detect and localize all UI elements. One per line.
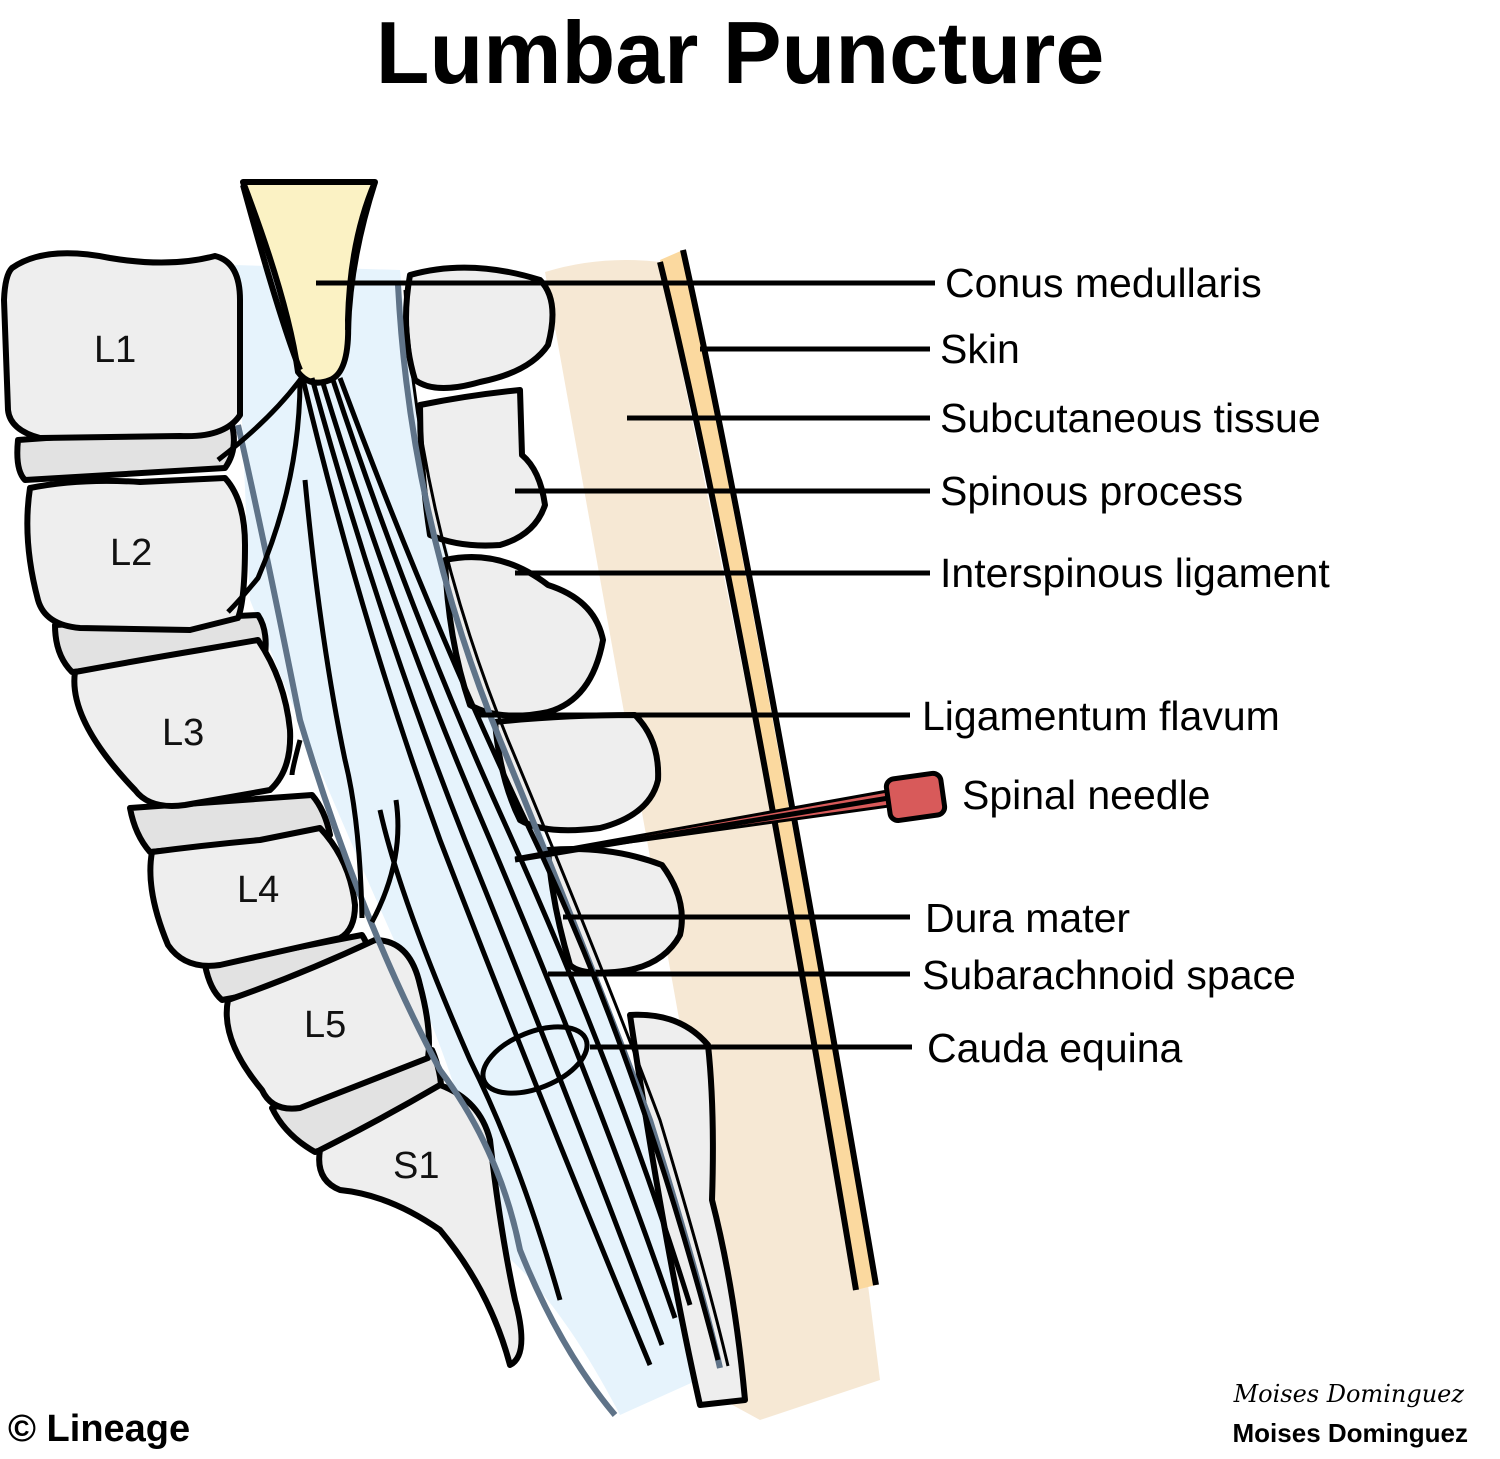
subarachnoid-region — [235, 265, 720, 1415]
vertebral-bodies — [1, 250, 525, 1368]
dura-mater-inner-line — [403, 289, 730, 1367]
dural-sac-curve — [302, 479, 365, 919]
vertebra-label-s1: S1 — [393, 1145, 439, 1187]
author-signature: Moises Dominguez — [1233, 1380, 1464, 1408]
vertebra-l1 — [1, 250, 243, 441]
skin-inner-line — [657, 261, 859, 1291]
label-skin: Skin — [940, 326, 1020, 372]
diagram-title: Lumbar Puncture — [375, 3, 1105, 102]
leader-lines — [316, 280, 935, 1050]
label-interspinous-ligament: Interspinous ligament — [940, 550, 1330, 596]
nerve-root — [330, 379, 693, 1306]
vertebra-l5 — [223, 937, 432, 1112]
label-subcutaneous-tissue: Subcutaneous tissue — [940, 395, 1321, 441]
anterior-dura-line — [235, 424, 618, 1417]
vertebra-l2 — [24, 475, 248, 633]
label-conus-medullaris: Conus medullaris — [945, 260, 1262, 306]
label-spinous-process: Spinous process — [940, 468, 1243, 514]
vertebra-label-l5: L5 — [304, 1004, 346, 1046]
vertebra-label-l3: L3 — [162, 712, 204, 754]
nerve-root — [299, 374, 653, 1366]
spinous-process-1 — [403, 264, 556, 392]
cauda-equina-nerves — [299, 374, 721, 1366]
label-subarachnoid-space: Subarachnoid space — [922, 952, 1296, 998]
nerve-root — [377, 809, 563, 1301]
label-spinal-needle: Spinal needle — [962, 772, 1210, 818]
vertebra-label-l2: L2 — [110, 532, 152, 574]
copyright-notice: © Lineage — [8, 1408, 191, 1450]
vertebra-l4 — [147, 825, 358, 969]
nerve-root — [309, 377, 665, 1346]
label-dura-mater: Dura mater — [925, 895, 1130, 941]
cauda-equina-marker — [480, 1024, 590, 1096]
nerve-root — [337, 377, 721, 1361]
sacrum-s1 — [316, 1082, 525, 1368]
dural-sac-left — [216, 372, 303, 614]
spinal-needle-hub — [883, 770, 948, 824]
vertebra-label-l4: L4 — [237, 869, 279, 911]
subcutaneous-tissue-region — [545, 259, 880, 1420]
conus-edge-left — [240, 184, 303, 372]
conus-edge-right — [345, 181, 378, 331]
author-name: Moises Dominguez — [1232, 1418, 1468, 1448]
spinal-needle-line — [514, 794, 896, 863]
label-ligamentum-flavum: Ligamentum flavum — [922, 693, 1280, 739]
vertebra-l3 — [71, 637, 294, 809]
nerve-root — [319, 379, 678, 1319]
vertebra-label-l1: L1 — [94, 329, 136, 371]
label-cauda-equina: Cauda equina — [927, 1025, 1183, 1071]
